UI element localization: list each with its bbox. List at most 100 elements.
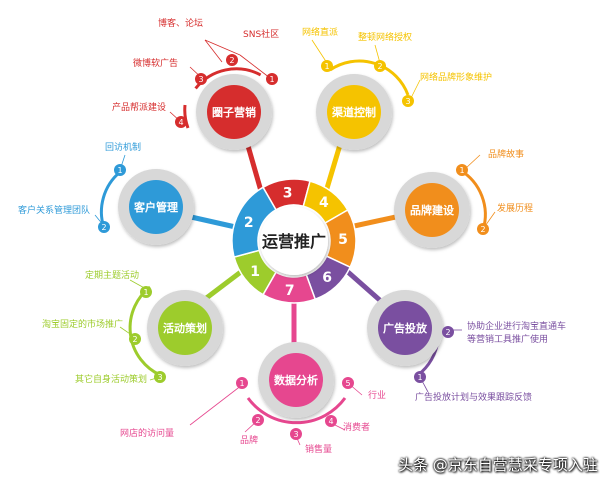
sub-label: 微博软广告 [133,57,178,69]
sub-badge-num: 2 [101,223,106,232]
center-segment-num: 7 [285,283,295,299]
sub-badge [175,116,187,128]
center-hub-disc [260,207,328,275]
sub-label: 广告投放计划与效果跟踪反馈 [415,391,532,403]
sub-label: 定期主题活动 [85,269,139,281]
leader-line [239,54,271,79]
sub-label: 网络直派 [302,26,338,38]
sub-badge-num: 1 [459,166,464,175]
sub-badge-num: 3 [405,97,410,106]
sub-badge [252,414,264,426]
node-data-analysis-inner [269,353,323,407]
sub-badge-num: 1 [117,166,122,175]
sub-badge-num: 4 [328,417,333,426]
sub-badge-num: 3 [293,430,298,439]
center-segment-num: 6 [322,270,332,286]
sub-badge-num: 2 [229,56,234,65]
leader-line [204,39,241,56]
sub-badge [374,60,386,72]
sub-badge-num: 2 [445,328,450,337]
node-circle-marketing-arc-lower [183,104,190,129]
sub-badge [154,371,166,383]
center-hub-label: 运营推广 [262,232,326,251]
node-data-analysis-arc [246,397,347,425]
node-channel-control: 渠道控制 1 2 3 网络直派 整顿网络授权 网络品牌形象维护 [302,26,492,150]
node-circle-marketing: 圈子营销 1 2 3 4 SNS社区 博客、论坛 微博软广告 产品帮派建设 [112,17,279,150]
node-ad-placement-inner [378,301,432,355]
leader-line [189,384,243,426]
sub-label: 其它自身活动策划 [75,373,147,385]
sub-badge [129,333,141,345]
sub-badge [402,95,414,107]
sub-badge [477,223,489,235]
sub-badge [195,73,207,85]
sub-badge-num: 1 [239,379,244,388]
center-segment-num: 2 [244,215,254,231]
node-customer-mgmt-inner [129,180,183,234]
sub-badge [98,221,110,233]
node-activity-planning-inner [158,301,212,355]
node-data-analysis: 数据分析 1 2 3 4 5 网店的访问量 品牌 销售量 消费者 行业 [120,342,386,455]
leader-line [311,39,328,64]
sub-badge [414,371,426,383]
sub-badge-num: 1 [143,288,148,297]
sub-label: 客户关系管理团队 [18,204,90,216]
center-segment-num: 3 [283,185,293,201]
sub-label: 产品帮派建设 [112,101,166,113]
sub-label: 品牌故事 [488,148,524,160]
sub-badge-num: 4 [178,118,183,127]
center-segment-num: 1 [250,264,260,280]
sub-label: 网络品牌形象维护 [420,71,492,83]
center-segment-num: 4 [319,195,329,211]
node-brand-building-inner [405,183,459,237]
sub-badge [342,377,354,389]
sub-badge [140,286,152,298]
sub-badge [266,73,278,85]
node-brand-building-label: 品牌建设 [410,203,455,217]
sub-badge-num: 1 [417,373,422,382]
sub-badge [442,326,454,338]
node-brand-building-arc [459,168,487,231]
sub-badge [321,60,333,72]
node-customer-mgmt: 客户管理 1 2 回访机制 客户关系管理团队 [18,141,194,245]
node-ad-placement: 广告投放 2 1 协助企业进行淘宝直通车 等营销工具推广使用 广告投放计划与效果… [367,290,566,403]
sub-label: 博客、论坛 [158,17,203,29]
sub-label: 网店的访问量 [120,427,174,439]
leader-line [374,44,381,64]
node-channel-control-label: 渠道控制 [332,105,376,119]
sub-badge-num: 2 [132,335,137,344]
sub-label: 回访机制 [105,141,141,153]
sub-badge-num: 2 [377,62,382,71]
sub-badge [325,415,337,427]
node-customer-mgmt-arc [99,170,121,229]
node-data-analysis-label: 数据分析 [274,373,318,387]
center-segment-2 [231,186,278,258]
sub-label: 淘宝固定的市场推广 [42,318,123,330]
sub-badge [226,54,238,66]
sub-badge-num: 2 [480,225,485,234]
node-circle-marketing-label: 圈子营销 [212,105,256,119]
sub-label: 销售量 [305,443,332,455]
sub-badge [456,164,468,176]
node-activity-planning-label: 活动策划 [163,321,207,335]
sub-badge [290,428,302,440]
sub-badge [236,377,248,389]
sub-label: 发展历程 [497,202,533,214]
node-brand-building: 品牌建设 1 2 品牌故事 发展历程 [394,148,533,248]
sub-label: 品牌 [240,434,258,446]
sub-badge-num: 1 [269,75,274,84]
sub-badge-num: 3 [198,75,203,84]
node-channel-control-inner [327,85,381,139]
sub-badge-num: 3 [157,373,162,382]
sub-label: 行业 [368,389,386,401]
node-activity-planning: 活动策划 1 2 3 定期主题活动 淘宝固定的市场推广 其它自身活动策划 [42,269,223,385]
sub-label: SNS社区 [243,28,279,40]
node-ad-placement-label: 广告投放 [383,321,428,335]
sub-badge-num: 5 [345,379,350,388]
watermark: 头条 @京东自营慧采专项入驻 [398,456,598,474]
sub-label: 消费者 [343,421,370,433]
leader-line [465,154,481,169]
leader-line [204,39,223,63]
